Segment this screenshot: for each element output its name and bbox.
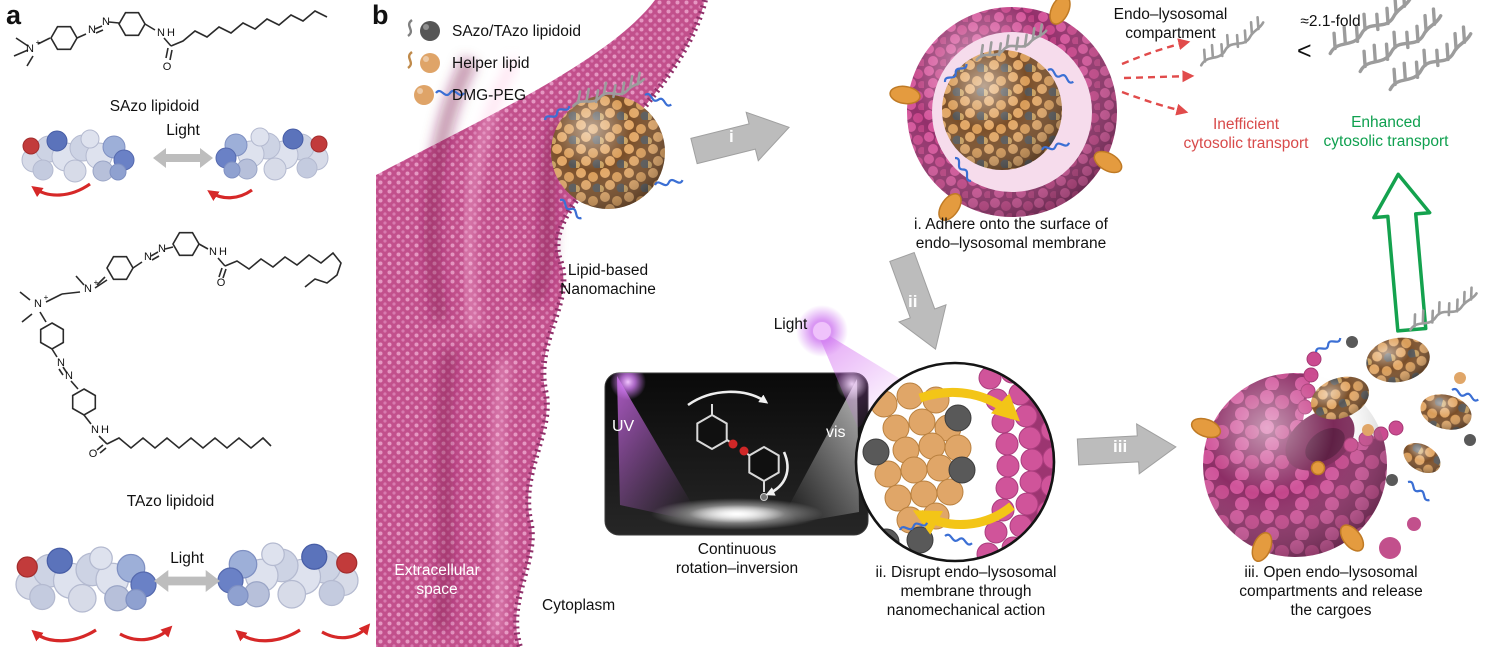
sazo-model-row (21, 127, 329, 202)
svg-text:N: N (34, 298, 42, 310)
compartment-label: Endo–lysosomal compartment (1113, 6, 1228, 43)
legend-item-helper: Helper lipid (452, 55, 530, 72)
svg-text:N: N (57, 357, 65, 369)
svg-text:+: + (36, 38, 41, 47)
released-lipid-fragments (1310, 336, 1476, 486)
membrane-protein-icons (889, 0, 1123, 221)
tazo-atom-labels: N + N + N N N H O N N N H O (34, 243, 227, 460)
enhanced-transport-up-arrow (1372, 172, 1432, 333)
cytoplasm-label: Cytoplasm (542, 597, 616, 614)
svg-text:N: N (102, 16, 110, 28)
svg-text:O: O (163, 61, 172, 73)
legend-item-lipidoid: SAzo/TAzo lipidoid (452, 23, 581, 40)
svg-text:+: + (94, 278, 99, 287)
uv-beam (617, 376, 703, 523)
sazo-atom-labels: N + N N N H O (26, 16, 175, 73)
svg-text:H: H (167, 27, 175, 39)
lipid-nanomachine (542, 71, 685, 221)
svg-text:+: + (44, 293, 49, 302)
azobenzene-molecule (687, 390, 789, 501)
tazo-structure (19, 231, 342, 454)
extracellular-space-label: Extracellular space (394, 562, 480, 599)
fold-change-label: ≈2.1-fold (1300, 13, 1361, 30)
arrow-i-letter: i (729, 127, 734, 146)
step-arrow-i (687, 102, 796, 176)
light-label: Light (773, 316, 808, 333)
legend-icons (407, 19, 466, 105)
rotation-inversion-caption: Continuous rotation–inversion (675, 541, 799, 578)
opened-compartment (1190, 285, 1483, 563)
lipidoid-head-icon (420, 21, 440, 41)
svg-text:N: N (91, 424, 99, 436)
svg-text:O: O (89, 448, 98, 460)
panel-a-label: a (6, 0, 22, 30)
arrow-iii-letter: iii (1113, 437, 1128, 456)
svg-text:N: N (157, 27, 165, 39)
light-label: Light (170, 550, 204, 567)
tazo-model-row (15, 542, 371, 643)
rotation-arrows (687, 390, 789, 496)
svg-text:N: N (158, 243, 166, 255)
enhanced-transport-label: Enhanced cytosolic transport (1323, 114, 1449, 151)
vis-label: vis (826, 424, 846, 441)
light-label: Light (166, 122, 200, 139)
uv-vis-box (604, 372, 869, 536)
membrane-disruption-zoom (854, 361, 1056, 563)
step-i-caption: i. Adhere onto the surface of endo–lysos… (914, 216, 1108, 253)
sazo-structure (13, 10, 328, 67)
helper-head-icon (420, 53, 440, 73)
svg-text:H: H (101, 424, 109, 436)
lipidoid-tail-icon (407, 19, 413, 37)
endo-lysosomal-compartment (889, 0, 1123, 221)
legend-item-peg: DMG-PEG (452, 87, 527, 104)
arrow-ii-letter: ii (908, 292, 918, 311)
azo-nitrogen (728, 439, 738, 449)
membrane-protein-icons (1190, 417, 1365, 563)
svg-text:N: N (65, 370, 73, 382)
step-ii-caption: ii. Disrupt endo–lysosomal membrane thro… (875, 564, 1057, 620)
azo-nitrogen (739, 446, 749, 456)
step-iii-caption: iii. Open endo–lysosomal compartments an… (1239, 564, 1423, 620)
step-arrow-ii (878, 247, 960, 359)
membrane-debris (1379, 537, 1401, 559)
nanomachine-label: Lipid-based Nanomachine (560, 262, 656, 299)
sazo-lipidoid-label: SAzo lipidoid (109, 98, 200, 115)
tazo-lipidoid-label: TAzo lipidoid (126, 493, 215, 510)
peg-head-icon (414, 85, 434, 105)
uv-label: UV (612, 418, 635, 435)
mechanical-force-arrows (912, 388, 1020, 535)
comparator-symbol: < (1297, 37, 1312, 65)
vis-beam (778, 379, 859, 526)
svg-text:O: O (217, 277, 226, 289)
svg-text:H: H (219, 246, 227, 258)
svg-text:N: N (209, 246, 217, 258)
svg-text:N: N (88, 24, 96, 36)
inefficient-transport-label: Inefficient cytosolic transport (1183, 116, 1309, 153)
svg-text:N: N (84, 283, 92, 295)
svg-text:N: N (26, 43, 34, 55)
membrane-fringe (513, 0, 708, 647)
helper-tail-icon (407, 51, 413, 69)
membrane-debris (1407, 517, 1421, 531)
svg-text:N: N (144, 251, 152, 263)
zoom-circle-outline (854, 361, 1056, 563)
inefficient-transport-arrows (1121, 38, 1195, 116)
panel-b-label: b (372, 0, 389, 30)
